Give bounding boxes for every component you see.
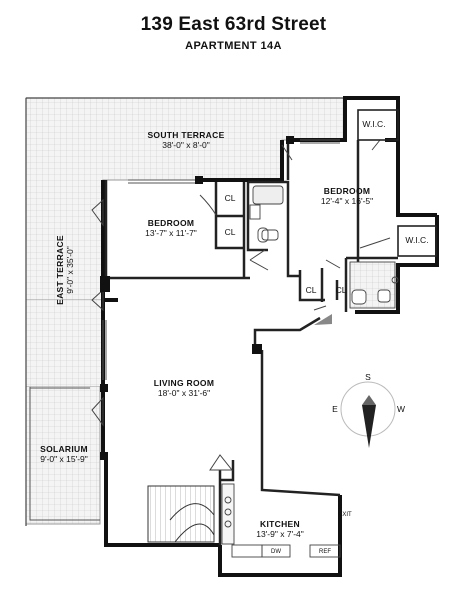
label-solarium: SOLARIUM 9'-0" x 15'-9" [40,444,88,464]
closet-label-3: CL [306,285,317,295]
bathroom-2 [349,261,399,309]
label-bedroom-2: BEDROOM 12'-4" x 16'-5" [321,186,373,206]
windows [30,139,340,389]
svg-text:9'-0" x 15'-9": 9'-0" x 15'-9" [40,454,88,464]
svg-text:9'-0" x 35'-0": 9'-0" x 35'-0" [65,246,75,294]
apartment-number: APARTMENT 14A [185,40,282,52]
solarium-floor [25,385,101,525]
wic-label-1: W.I.C. [362,119,385,129]
building-address: 139 East 63rd Street [140,14,327,35]
dishwasher-label: DW [271,549,281,555]
label-bedroom-1: BEDROOM 13'-7" x 11'-7" [145,218,197,238]
closet-label-4: CL [336,285,347,295]
column-blocks [100,136,294,460]
terrace-railing [25,97,345,526]
svg-text:KITCHEN: KITCHEN [260,519,300,529]
compass-east-label: E [332,404,338,414]
compass-rose: S E W [332,372,405,448]
bathroom-1 [249,185,284,243]
label-living-room: LIVING ROOM 18'-0" x 31'-6" [154,378,214,398]
svg-text:BEDROOM: BEDROOM [324,186,371,196]
compass-south-label: S [365,372,371,382]
svg-text:EAST TERRACE: EAST TERRACE [55,235,65,305]
compass-west-label: W [397,404,405,414]
closet-label-1: CL [225,193,236,203]
entry-arrow-icon [314,314,332,325]
spiral-staircase [147,485,215,543]
door-swings [91,139,391,471]
exit-label: EXIT [338,512,352,518]
label-east-terrace: EAST TERRACE 9'-0" x 35'-0" [55,235,75,305]
svg-text:13'-9" x 7'-4": 13'-9" x 7'-4" [256,529,304,539]
label-kitchen: KITCHEN 13'-9" x 7'-4" [256,519,304,539]
wic-box-2 [397,225,437,257]
svg-text:LIVING ROOM: LIVING ROOM [154,378,214,388]
svg-text:38'-0" x 8'-0": 38'-0" x 8'-0" [162,140,210,150]
kitchen-counters [221,483,341,558]
refrigerator-label: REF [319,549,331,555]
label-south-terrace: SOUTH TERRACE 38'-0" x 8'-0" [147,130,224,150]
svg-text:12'-4" x 16'-5": 12'-4" x 16'-5" [321,196,373,206]
wic-box-1 [357,109,399,141]
compass-needle-icon [362,405,376,448]
svg-text:13'-7" x 11'-7": 13'-7" x 11'-7" [145,228,197,238]
svg-text:18'-0" x 31'-6": 18'-0" x 31'-6" [158,388,210,398]
closet-label-2: CL [225,227,236,237]
svg-text:SOLARIUM: SOLARIUM [40,444,88,454]
svg-text:SOUTH TERRACE: SOUTH TERRACE [147,130,224,140]
wic-label-2: W.I.C. [405,235,428,245]
svg-text:BEDROOM: BEDROOM [148,218,195,228]
